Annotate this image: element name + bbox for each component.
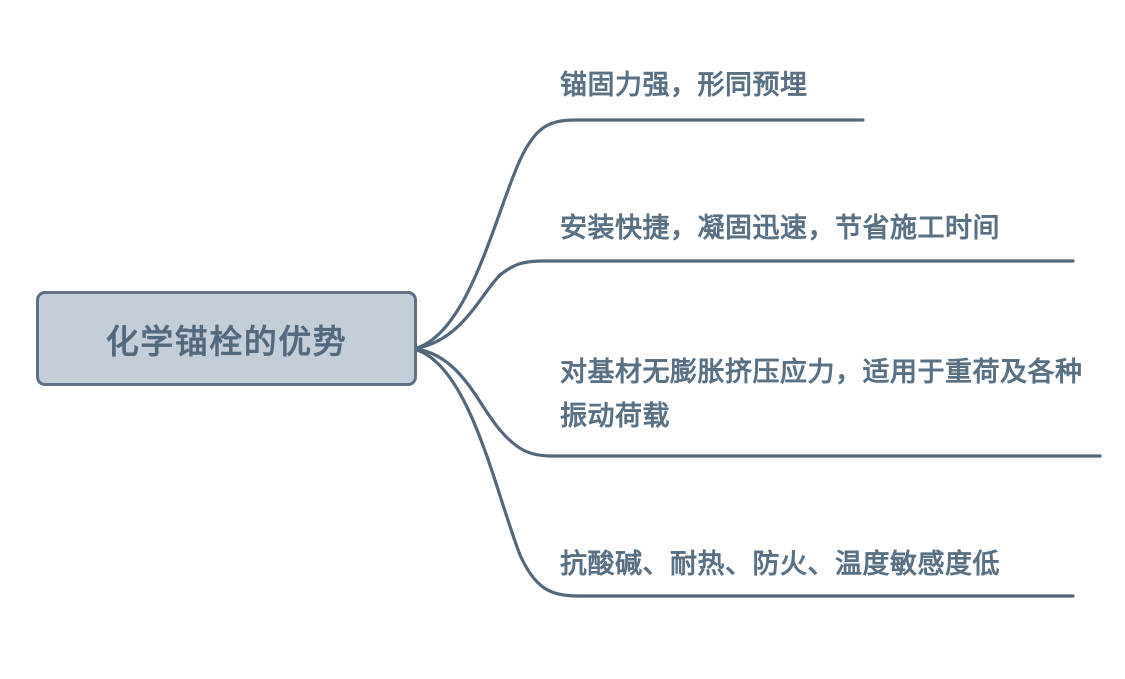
branch-node-3-label: 对基材无膨胀挤压应力，适用于重荷及各种振动荷载 (560, 357, 1083, 431)
branch-node-1-label: 锚固力强，形同预埋 (560, 70, 808, 100)
branch-node-2[interactable]: 安装快捷，凝固迅速，节省施工时间 (560, 206, 1000, 250)
branch-node-3[interactable]: 对基材无膨胀挤压应力，适用于重荷及各种振动荷载 (560, 350, 1090, 438)
branch-node-4-label: 抗酸碱、耐热、防火、温度敏感度低 (560, 549, 1000, 579)
branch-node-2-label: 安装快捷，凝固迅速，节省施工时间 (560, 213, 1000, 243)
branch-node-4[interactable]: 抗酸碱、耐热、防火、温度敏感度低 (560, 542, 1000, 586)
connector-branch-2 (415, 259, 1075, 350)
root-node-label: 化学锚栓的优势 (105, 322, 348, 360)
root-node[interactable]: 化学锚栓的优势 (36, 291, 417, 386)
branch-node-1[interactable]: 锚固力强，形同预埋 (560, 63, 808, 107)
